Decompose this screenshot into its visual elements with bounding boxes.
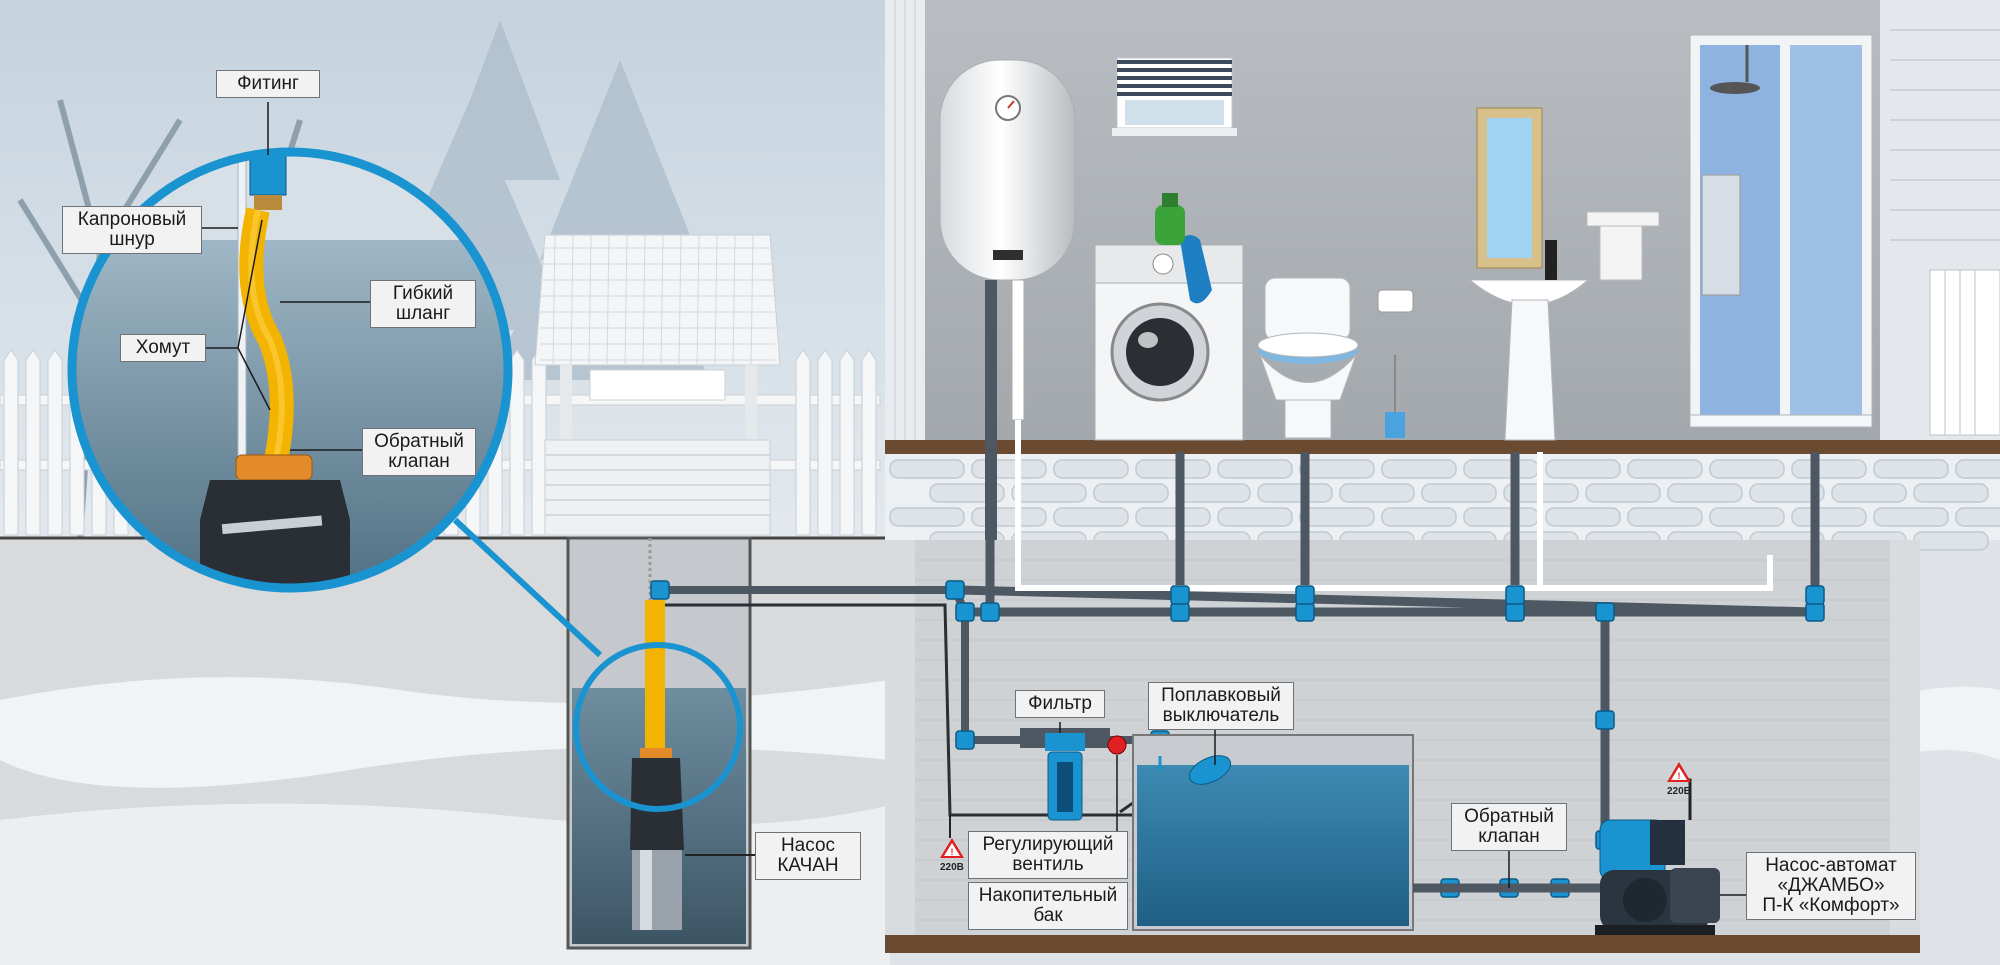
label-auto-pump: Насос-автомат«ДЖАМБО»П-К «Комфорт» xyxy=(1746,852,1916,920)
well-house xyxy=(534,234,781,536)
voltage-label-right: 220В xyxy=(1667,786,1691,797)
label-clamp: Хомут xyxy=(120,334,206,362)
filter-housing xyxy=(1020,728,1127,821)
warning-sign-right: ! xyxy=(1667,762,1691,782)
toilet xyxy=(1257,277,1414,439)
svg-text:!: ! xyxy=(951,847,954,857)
storage-tank-shape xyxy=(1132,734,1414,931)
washing-machine xyxy=(1094,193,1244,441)
window-blinds xyxy=(1112,57,1237,136)
label-filter: Фильтр xyxy=(1015,690,1105,718)
sink xyxy=(1468,107,1660,441)
shower-cabin xyxy=(1689,34,1873,428)
label-fitting: Фитинг xyxy=(216,70,320,98)
warning-sign-left: ! xyxy=(940,838,964,858)
svg-text:!: ! xyxy=(1678,771,1681,781)
voltage-label-left: 220В xyxy=(940,862,964,873)
